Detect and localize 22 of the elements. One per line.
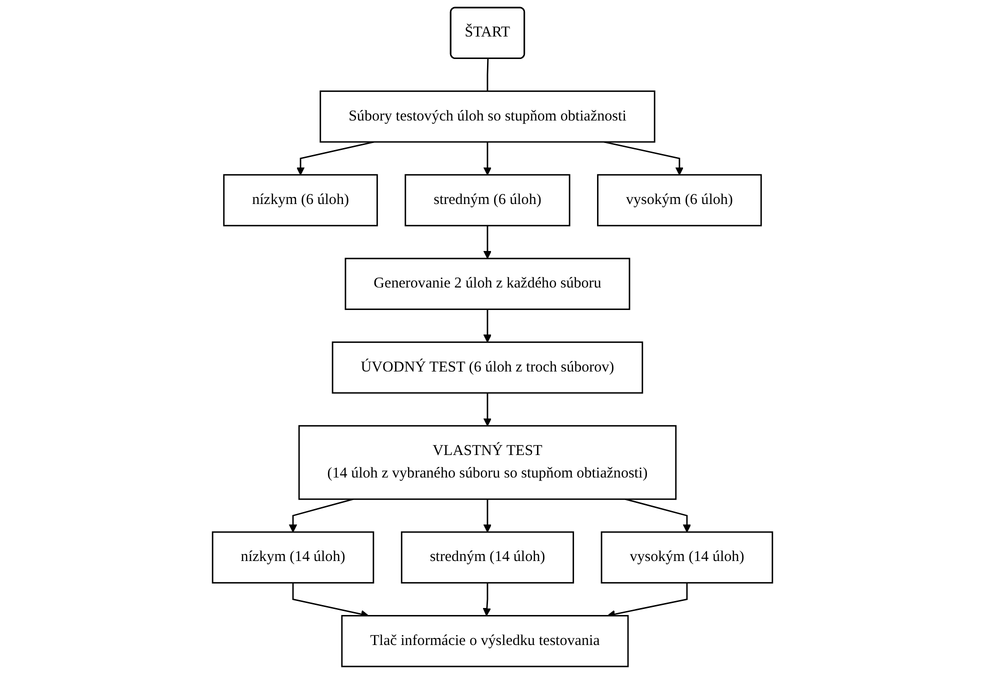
node-box: nízkym (6 úloh) — [223, 174, 378, 226]
arrow — [482, 582, 492, 616]
node-box: Súbory testových úloh so stupňom obtiažnosti — [320, 90, 656, 143]
arrow — [288, 498, 354, 532]
node-box: Tlač informácie o výsledku testovania — [341, 615, 629, 668]
node-box: vysokým (14 úloh) — [600, 531, 774, 584]
node-box: stredným (14 úloh) — [400, 531, 574, 584]
arrow — [483, 499, 492, 532]
node-box: vysokým (6 úloh) — [597, 174, 762, 226]
node-box: ÚVODNÝ TEST (6 úloh z troch súborov) — [332, 341, 644, 394]
arrow — [483, 309, 492, 343]
arrow — [483, 392, 492, 426]
connector — [486, 58, 489, 92]
arrow — [483, 142, 492, 176]
node-box: VLASTNÝ TEST (14 úloh z vybraného súboru so stupňom obtiažnosti) — [298, 425, 677, 500]
node-box: Generovanie 2 úloh z každého súboru — [344, 258, 630, 310]
node-box: nízkym (14 úloh) — [212, 531, 374, 584]
arrow — [604, 141, 684, 176]
arrow — [483, 226, 492, 259]
node-box: stredným (6 úloh) — [404, 174, 570, 226]
arrow — [625, 498, 692, 532]
arrow — [296, 141, 374, 176]
